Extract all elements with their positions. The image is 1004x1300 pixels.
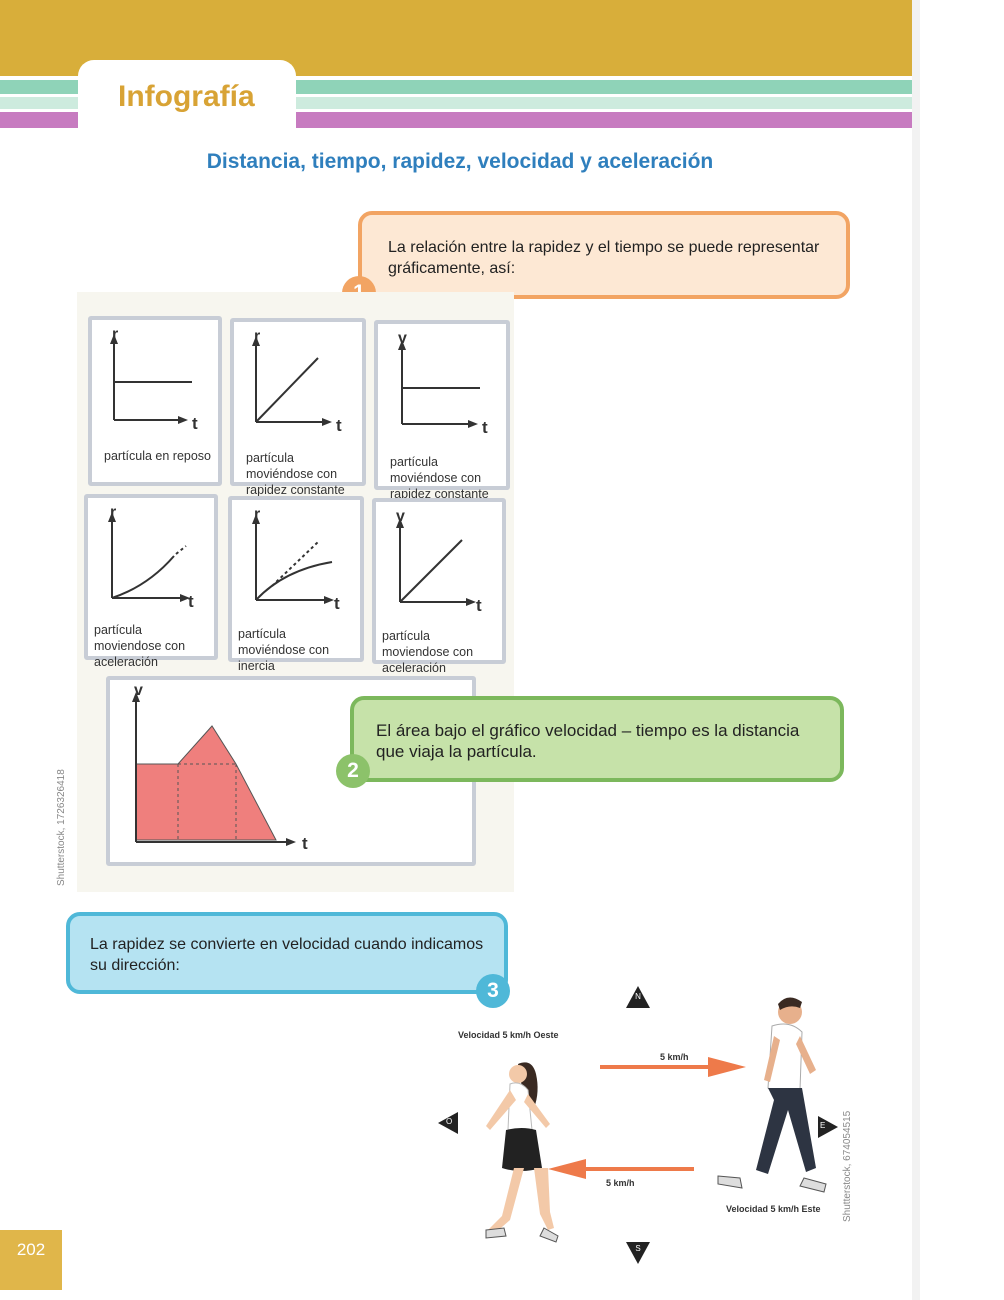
graph-1-x-label: t — [192, 414, 198, 433]
area-graph-y-label: v — [134, 682, 143, 699]
graph-2-curve — [255, 357, 319, 423]
graph-4-y-label: r — [110, 504, 117, 521]
man-walking-icon — [717, 997, 827, 1193]
callout-3-text: La rapidez se convierte en velocidad cua… — [90, 936, 484, 974]
page-edge — [912, 0, 920, 1300]
graph-3-svg — [398, 340, 480, 428]
graph-card-2: r t partícula moviéndose con rapidez con… — [230, 318, 366, 497]
compass-north-icon — [626, 986, 650, 1008]
graph-5-y-label: r — [254, 506, 261, 523]
graph-card-4: r t partícula moviendose con aceleración — [84, 494, 218, 669]
graph-6-svg — [396, 518, 476, 606]
page-title: Distancia, tiempo, rapidez, velocidad y … — [206, 150, 714, 173]
graph-card-6: v t partícula moviendose con aceleración — [372, 498, 506, 675]
credit-left: Shutterstock, 1726326418 — [56, 769, 67, 886]
graph-3-x-label: t — [482, 418, 488, 437]
compass-west-label: O — [446, 1117, 453, 1126]
graph-2-x-label: t — [336, 416, 342, 435]
woman-velocity-label: Velocidad 5 km/h Oeste — [458, 1030, 559, 1040]
graph-2-svg — [252, 336, 332, 426]
graph-2-y-label: r — [254, 328, 261, 345]
area-graph-x-label: t — [302, 834, 308, 853]
callout-1: La relación entre la rapidez y el tiempo… — [358, 211, 850, 299]
page-number: 202 — [0, 1230, 62, 1290]
graph-3-caption: partícula moviéndose con rapidez constan… — [390, 455, 489, 501]
section-tab — [78, 60, 296, 130]
callout-2: El área bajo el gráfico velocidad – tiem… — [350, 696, 844, 782]
graph-1-y-label: r — [112, 326, 119, 343]
graph-card-3: v t partícula moviéndose con rapidez con… — [374, 320, 510, 501]
arrow-east-icon — [600, 1057, 746, 1077]
graph-2-caption: partícula moviéndose con rapidez constan… — [246, 451, 345, 497]
graph-3-y-label: v — [398, 330, 407, 347]
arrow-west-icon — [548, 1159, 694, 1179]
graph-5-caption: partícula moviéndose con inercia — [238, 627, 330, 673]
compass-south-label: S — [635, 1244, 641, 1253]
callout-2-text: El área bajo el gráfico velocidad – tiem… — [376, 721, 800, 761]
compass-east-label: E — [820, 1121, 826, 1130]
arrow-bottom-label: 5 km/h — [606, 1178, 635, 1188]
graph-4-caption: partícula moviendose con aceleración — [94, 623, 186, 669]
compass-east-icon — [818, 1116, 838, 1138]
graph-card-5: r t partícula moviéndose con inercia — [228, 496, 364, 673]
graph-5-curve — [255, 561, 333, 601]
callout-2-number: 2 — [336, 754, 370, 788]
callout-3: La rapidez se convierte en velocidad cua… — [66, 912, 508, 994]
compass-south-icon — [626, 1242, 650, 1264]
area-graph-fill — [135, 725, 277, 841]
graph-6-y-label: v — [396, 508, 405, 525]
graph-4-curve — [111, 555, 175, 599]
graph-5-svg — [252, 514, 334, 604]
graph-6-x-label: t — [476, 596, 482, 615]
graph-card-1: r t partícula en reposo — [88, 316, 222, 486]
woman-walking-icon — [485, 1062, 559, 1243]
area-graph-svg — [132, 692, 296, 846]
graph-5-x-label: t — [334, 594, 340, 613]
graph-1-caption: partícula en reposo — [104, 449, 212, 463]
compass-west-icon — [438, 1112, 458, 1134]
credit-right: Shutterstock, 674054515 — [842, 1110, 853, 1222]
graph-4-svg — [108, 512, 190, 602]
section-label: Infografía — [118, 80, 255, 113]
graph-4-x-label: t — [188, 592, 194, 611]
man-velocity-label: Velocidad 5 km/h Este — [726, 1204, 821, 1214]
callout-1-text: La relación entre la rapidez y el tiempo… — [388, 239, 820, 277]
graph-1-svg — [110, 334, 192, 424]
graph-6-curve — [399, 539, 463, 603]
compass-north-label: N — [635, 992, 641, 1001]
arrow-top-label: 5 km/h — [660, 1052, 689, 1062]
graph-6-caption: partícula moviendose con aceleración — [382, 629, 474, 675]
callout-3-number: 3 — [476, 974, 510, 1008]
